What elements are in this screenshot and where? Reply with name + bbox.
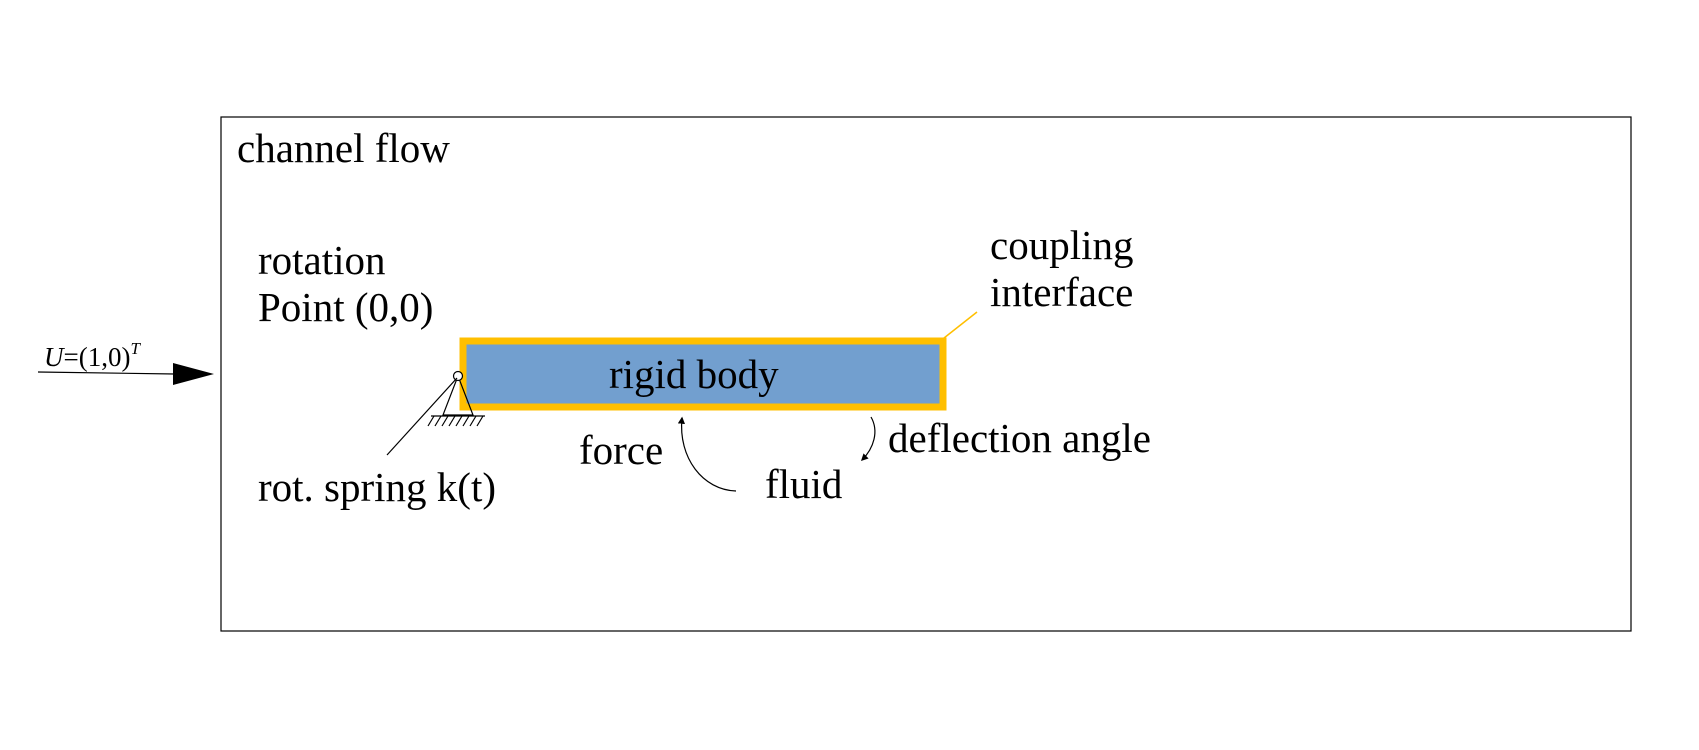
rotation-label-line1: rotation bbox=[258, 237, 386, 283]
rotation-label-line2: Point (0,0) bbox=[258, 284, 434, 330]
channel-flow-label: channel flow bbox=[237, 125, 450, 171]
inflow-equals: = bbox=[63, 342, 79, 372]
pin-support-icon bbox=[427, 370, 485, 427]
coupling-label-line2: interface bbox=[990, 269, 1134, 315]
rigid-body bbox=[459, 337, 947, 411]
coupling-leader-line bbox=[943, 311, 978, 339]
inflow-variable: U bbox=[44, 342, 64, 372]
spring-leader-line bbox=[386, 377, 458, 456]
rigid-body-label: rigid body bbox=[609, 351, 779, 397]
force-arrow bbox=[677, 416, 737, 492]
inflow-superscript: T bbox=[130, 339, 140, 358]
force-label: force bbox=[579, 427, 664, 473]
inflow-vector: (1,0) bbox=[78, 342, 131, 372]
fluid-label: fluid bbox=[765, 461, 843, 507]
rotational-spring-label: rot. spring k(t) bbox=[258, 464, 496, 510]
channel-boundary bbox=[220, 116, 1632, 632]
inflow-velocity-label: U=(1,0)T bbox=[44, 333, 140, 373]
deflection-angle-label: deflection angle bbox=[888, 415, 1151, 461]
inflow-arrow bbox=[37, 363, 214, 385]
coupling-label-line1: coupling bbox=[990, 222, 1134, 268]
deflection-arrow bbox=[860, 416, 876, 462]
